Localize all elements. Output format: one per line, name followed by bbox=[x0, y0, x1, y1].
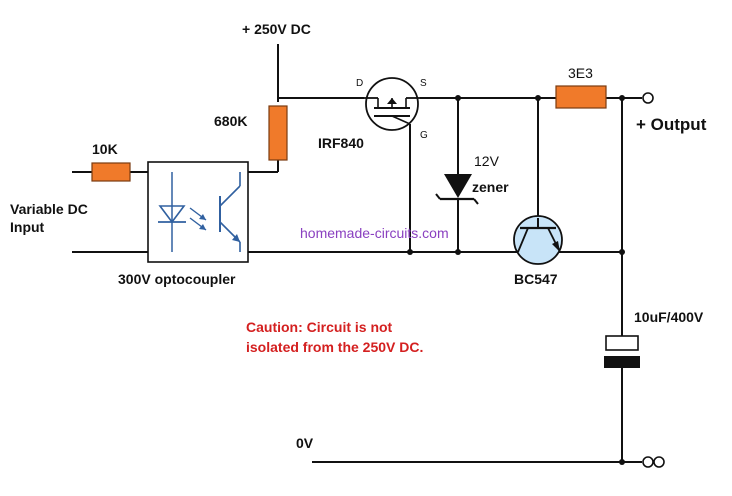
mosfet-pin-d: D bbox=[356, 78, 363, 89]
ground-terminal bbox=[642, 456, 665, 468]
zener-value-label: 12V bbox=[474, 153, 500, 169]
ground-label: 0V bbox=[296, 435, 314, 451]
resistor-680k-label: 680K bbox=[214, 113, 247, 129]
mosfet-pin-s: S bbox=[420, 78, 427, 89]
mosfet-label: IRF840 bbox=[318, 135, 364, 151]
mosfet-pin-g: G bbox=[420, 130, 428, 141]
junction-dots bbox=[407, 95, 625, 465]
resistor-3e3-label: 3E3 bbox=[568, 65, 593, 81]
wires bbox=[72, 44, 642, 463]
input-label-line2: Input bbox=[10, 219, 45, 235]
zener-diode bbox=[435, 174, 479, 205]
transistor-label: BC547 bbox=[514, 271, 558, 287]
output-label: + Output bbox=[636, 115, 707, 134]
resistor-680k bbox=[268, 105, 288, 161]
output-terminal bbox=[642, 92, 654, 104]
caution-line1: Caution: Circuit is not bbox=[246, 319, 393, 335]
capacitor-10uf bbox=[604, 335, 640, 368]
transistor-bc547 bbox=[513, 215, 563, 265]
zener-name-label: zener bbox=[472, 179, 509, 195]
supply-label: + 250V DC bbox=[242, 21, 311, 37]
resistor-10k bbox=[91, 162, 131, 182]
optocoupler bbox=[147, 161, 249, 263]
resistor-3e3 bbox=[555, 85, 607, 109]
watermark: homemade-circuits.com bbox=[300, 225, 449, 241]
input-label-line1: Variable DC bbox=[10, 201, 88, 217]
capacitor-label: 10uF/400V bbox=[634, 309, 704, 325]
resistor-10k-label: 10K bbox=[92, 141, 118, 157]
mosfet-irf840 bbox=[364, 77, 420, 131]
optocoupler-label: 300V optocoupler bbox=[118, 271, 236, 287]
caution-line2: isolated from the 250V DC. bbox=[246, 339, 423, 355]
